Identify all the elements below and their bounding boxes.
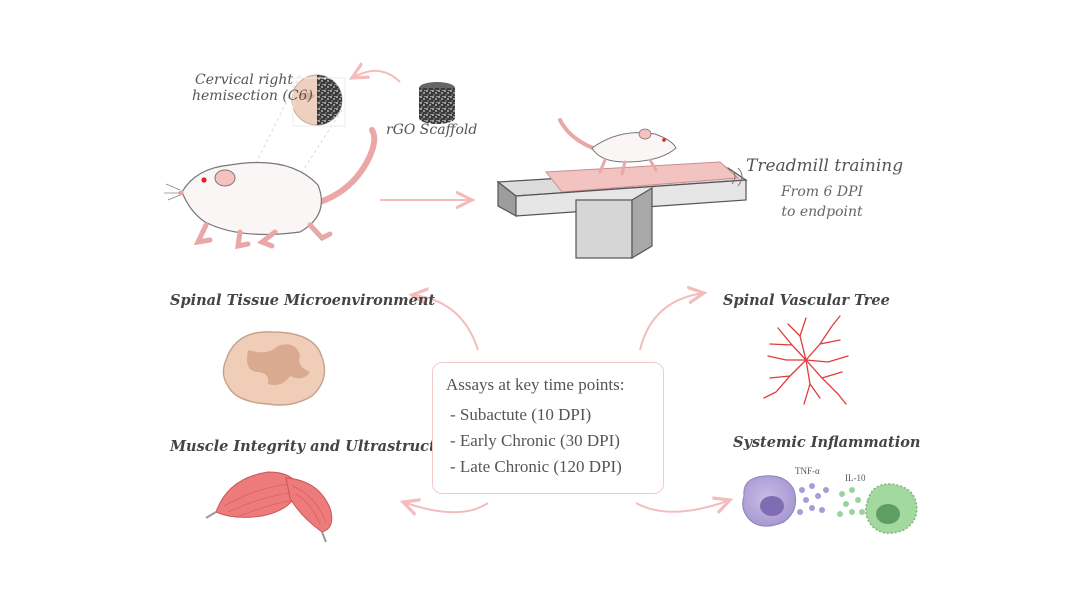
arrow-to-muscle bbox=[403, 502, 489, 512]
lesion-label-line2: hemisection (C6) bbox=[192, 88, 313, 104]
scaffold-to-lesion-arrow bbox=[352, 71, 401, 83]
tnf-alpha-label: TNF-α bbox=[795, 466, 820, 476]
assay-item-late-chronic: - Late Chronic (120 DPI) bbox=[450, 457, 622, 476]
assay-heading: Assays at key time points: bbox=[446, 375, 625, 394]
muscle-label: Muscle Integrity and Ultrastructure bbox=[170, 438, 464, 455]
tnf-alpha-dots-icon bbox=[797, 483, 829, 515]
scaffold-label: rGO Scaffold bbox=[386, 122, 478, 138]
lesion-label: Cervical right hemisection (C6) bbox=[192, 72, 313, 104]
arrow-to-inflammation bbox=[635, 500, 730, 512]
muscle-icon bbox=[205, 471, 333, 543]
il10-label: IL-10 bbox=[845, 473, 866, 483]
assay-item-subacute: - Subactute (10 DPI) bbox=[450, 405, 592, 424]
treadmill-title: Treadmill training bbox=[746, 156, 904, 176]
running-rat-illustration bbox=[558, 118, 677, 176]
vascular-tree-label: Spinal Vascular Tree bbox=[723, 292, 890, 309]
il10-dots-icon bbox=[837, 487, 865, 517]
spinal-cord-lesion-inset bbox=[254, 74, 346, 176]
spinal-cord-cross-section-icon bbox=[222, 331, 326, 406]
spinal-tissue-label: Spinal Tissue Microenvironment bbox=[170, 292, 436, 309]
assay-item-early-chronic: - Early Chronic (30 DPI) bbox=[450, 431, 620, 450]
anti-inflammatory-cell-icon bbox=[865, 483, 918, 534]
arrow-to-vascular bbox=[639, 293, 704, 351]
inflammation-label: Systemic Inflammation bbox=[733, 434, 921, 451]
treadmill-detail-line1: From 6 DPI bbox=[780, 184, 864, 200]
lesion-label-line1: Cervical right bbox=[195, 72, 293, 88]
assay-timepoints-box bbox=[432, 362, 664, 494]
vascular-tree-icon bbox=[763, 315, 849, 405]
treadmill-detail-line2: to endpoint bbox=[781, 204, 863, 220]
arrow-to-spinal-tissue bbox=[412, 295, 479, 351]
macrophage-cell-icon bbox=[742, 475, 797, 527]
rat-illustration bbox=[164, 127, 378, 250]
treadmill-illustration bbox=[496, 161, 748, 260]
rgo-scaffold-icon bbox=[419, 82, 455, 124]
